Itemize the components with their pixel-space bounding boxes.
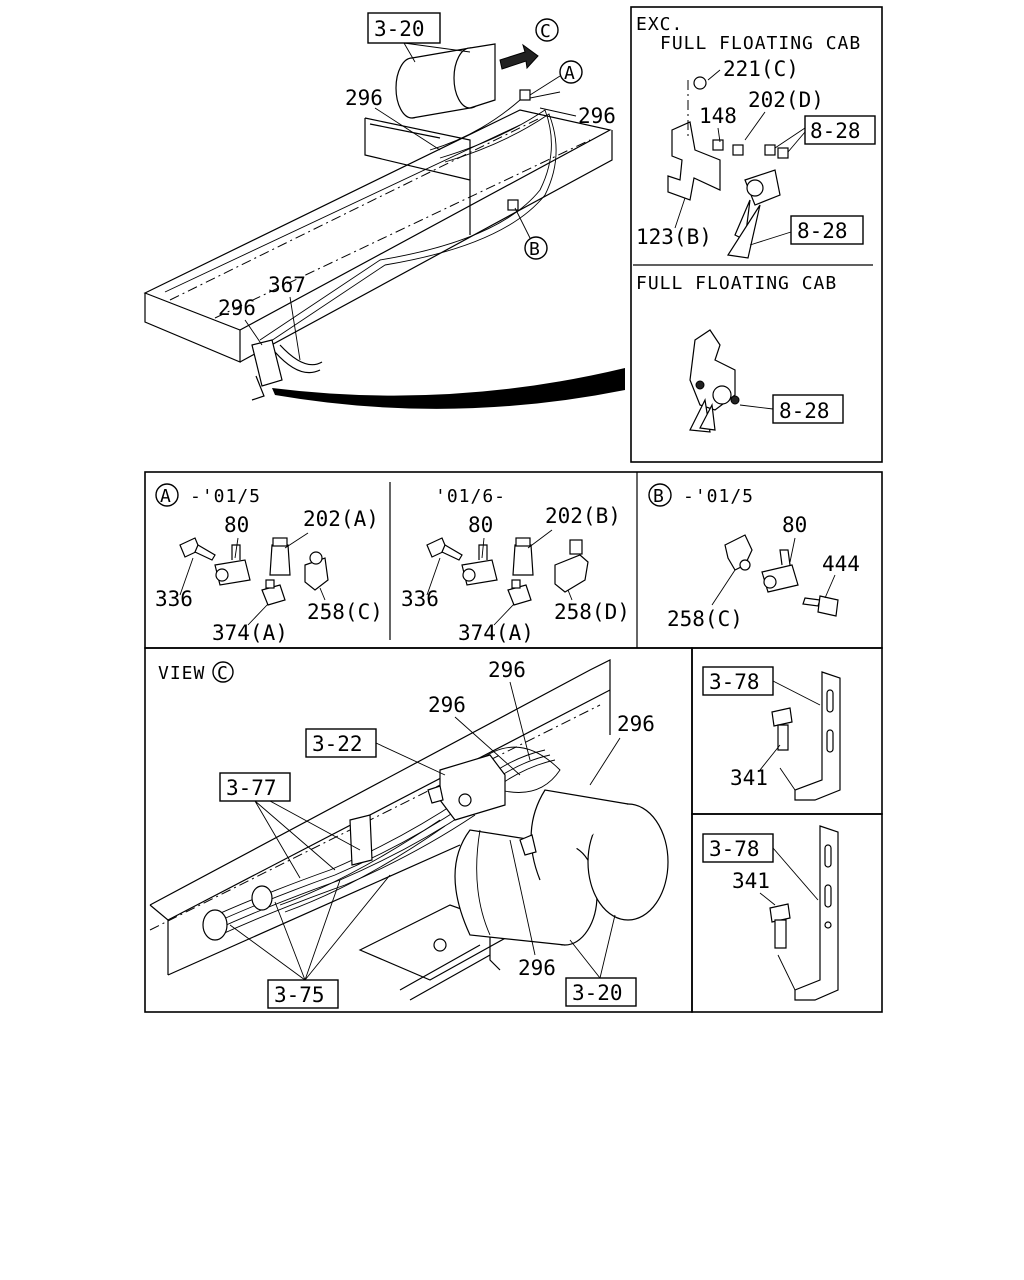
part-label: 221(C) <box>723 57 799 81</box>
inset-cab-variants: EXC. FULL FLOATING CAB 221(C) 202(D) 148… <box>630 6 883 463</box>
part-label: 80 <box>224 513 249 537</box>
part-label: 202(A) <box>303 507 379 531</box>
part-label: VIEW <box>158 663 205 684</box>
view-c: VIEW C <box>144 647 693 1013</box>
detail-a-late: '01/6- 80 202(B) 336 374(A) 258(D) <box>401 486 630 645</box>
part-label: 3-75 <box>274 983 325 1007</box>
part-label: 3-78 <box>709 670 760 694</box>
part-label: 3-77 <box>226 776 277 800</box>
detail-row: A -'01/5 80 202(A) 336 374(A) 258(C) <box>144 471 883 649</box>
part-label: EXC. <box>636 14 683 35</box>
part-label: FULL FLOATING CAB <box>660 33 861 54</box>
part-label: C <box>540 21 552 42</box>
part-label: 202(B) <box>545 504 621 528</box>
part-label: 296 <box>518 956 556 980</box>
part-label: 296 <box>488 658 526 682</box>
air-tank <box>395 43 496 119</box>
part-label: 3-20 <box>374 17 425 41</box>
bracket-1-panel: 3-78 341 <box>691 647 883 815</box>
part-label: 336 <box>155 587 193 611</box>
part-label: 8-28 <box>810 119 861 143</box>
detail-b: B -'01/5 80 444 258(C) <box>648 483 860 631</box>
part-label: -'01/5 <box>683 486 754 507</box>
part-label: 296 <box>428 693 466 717</box>
part-label: B <box>529 239 541 260</box>
part-label: '01/6- <box>435 486 506 507</box>
part-label: 80 <box>782 513 807 537</box>
part-label: 341 <box>732 869 770 893</box>
part-label: 258(D) <box>554 600 630 624</box>
part-label: 3-22 <box>312 732 363 756</box>
part-label: 202(D) <box>748 88 824 112</box>
part-label: C <box>217 663 229 684</box>
bracket-2-panel: 3-78 341 <box>691 813 883 1013</box>
part-label: 8-28 <box>779 399 830 423</box>
part-label: A <box>160 486 172 507</box>
part-label: 444 <box>822 552 860 576</box>
part-label: 148 <box>699 104 737 128</box>
view-arrow-icon <box>499 43 539 70</box>
part-label: -'01/5 <box>190 486 261 507</box>
connector-curve <box>272 368 625 409</box>
part-label: 374(A) <box>458 621 534 645</box>
part-label: 336 <box>401 587 439 611</box>
part-label: 341 <box>730 766 768 790</box>
part-label: 296 <box>218 296 256 320</box>
part-label: 258(C) <box>307 600 383 624</box>
horn-bracket <box>667 76 789 259</box>
part-label: 296 <box>345 86 383 110</box>
detail-a-early: A -'01/5 80 202(A) 336 374(A) 258(C) <box>155 483 383 645</box>
horn-assembly <box>689 329 740 433</box>
part-label: 3-78 <box>709 837 760 861</box>
part-label: 258(C) <box>667 607 743 631</box>
brake-valve <box>251 339 323 401</box>
air-tanks <box>454 789 669 946</box>
part-label: B <box>653 486 665 507</box>
part-label: 374(A) <box>212 621 288 645</box>
main-chassis-view: 3-20 C A B 296 296 296 367 <box>143 12 625 409</box>
part-label: FULL FLOATING CAB <box>636 273 837 294</box>
part-label: 367 <box>268 273 306 297</box>
part-label: 296 <box>578 104 616 128</box>
part-label: 123(B) <box>636 225 712 249</box>
part-label: 3-20 <box>572 981 623 1005</box>
part-label: 296 <box>617 712 655 736</box>
part-label: 80 <box>468 513 493 537</box>
part-label: A <box>564 63 576 84</box>
part-label: 8-28 <box>797 219 848 243</box>
